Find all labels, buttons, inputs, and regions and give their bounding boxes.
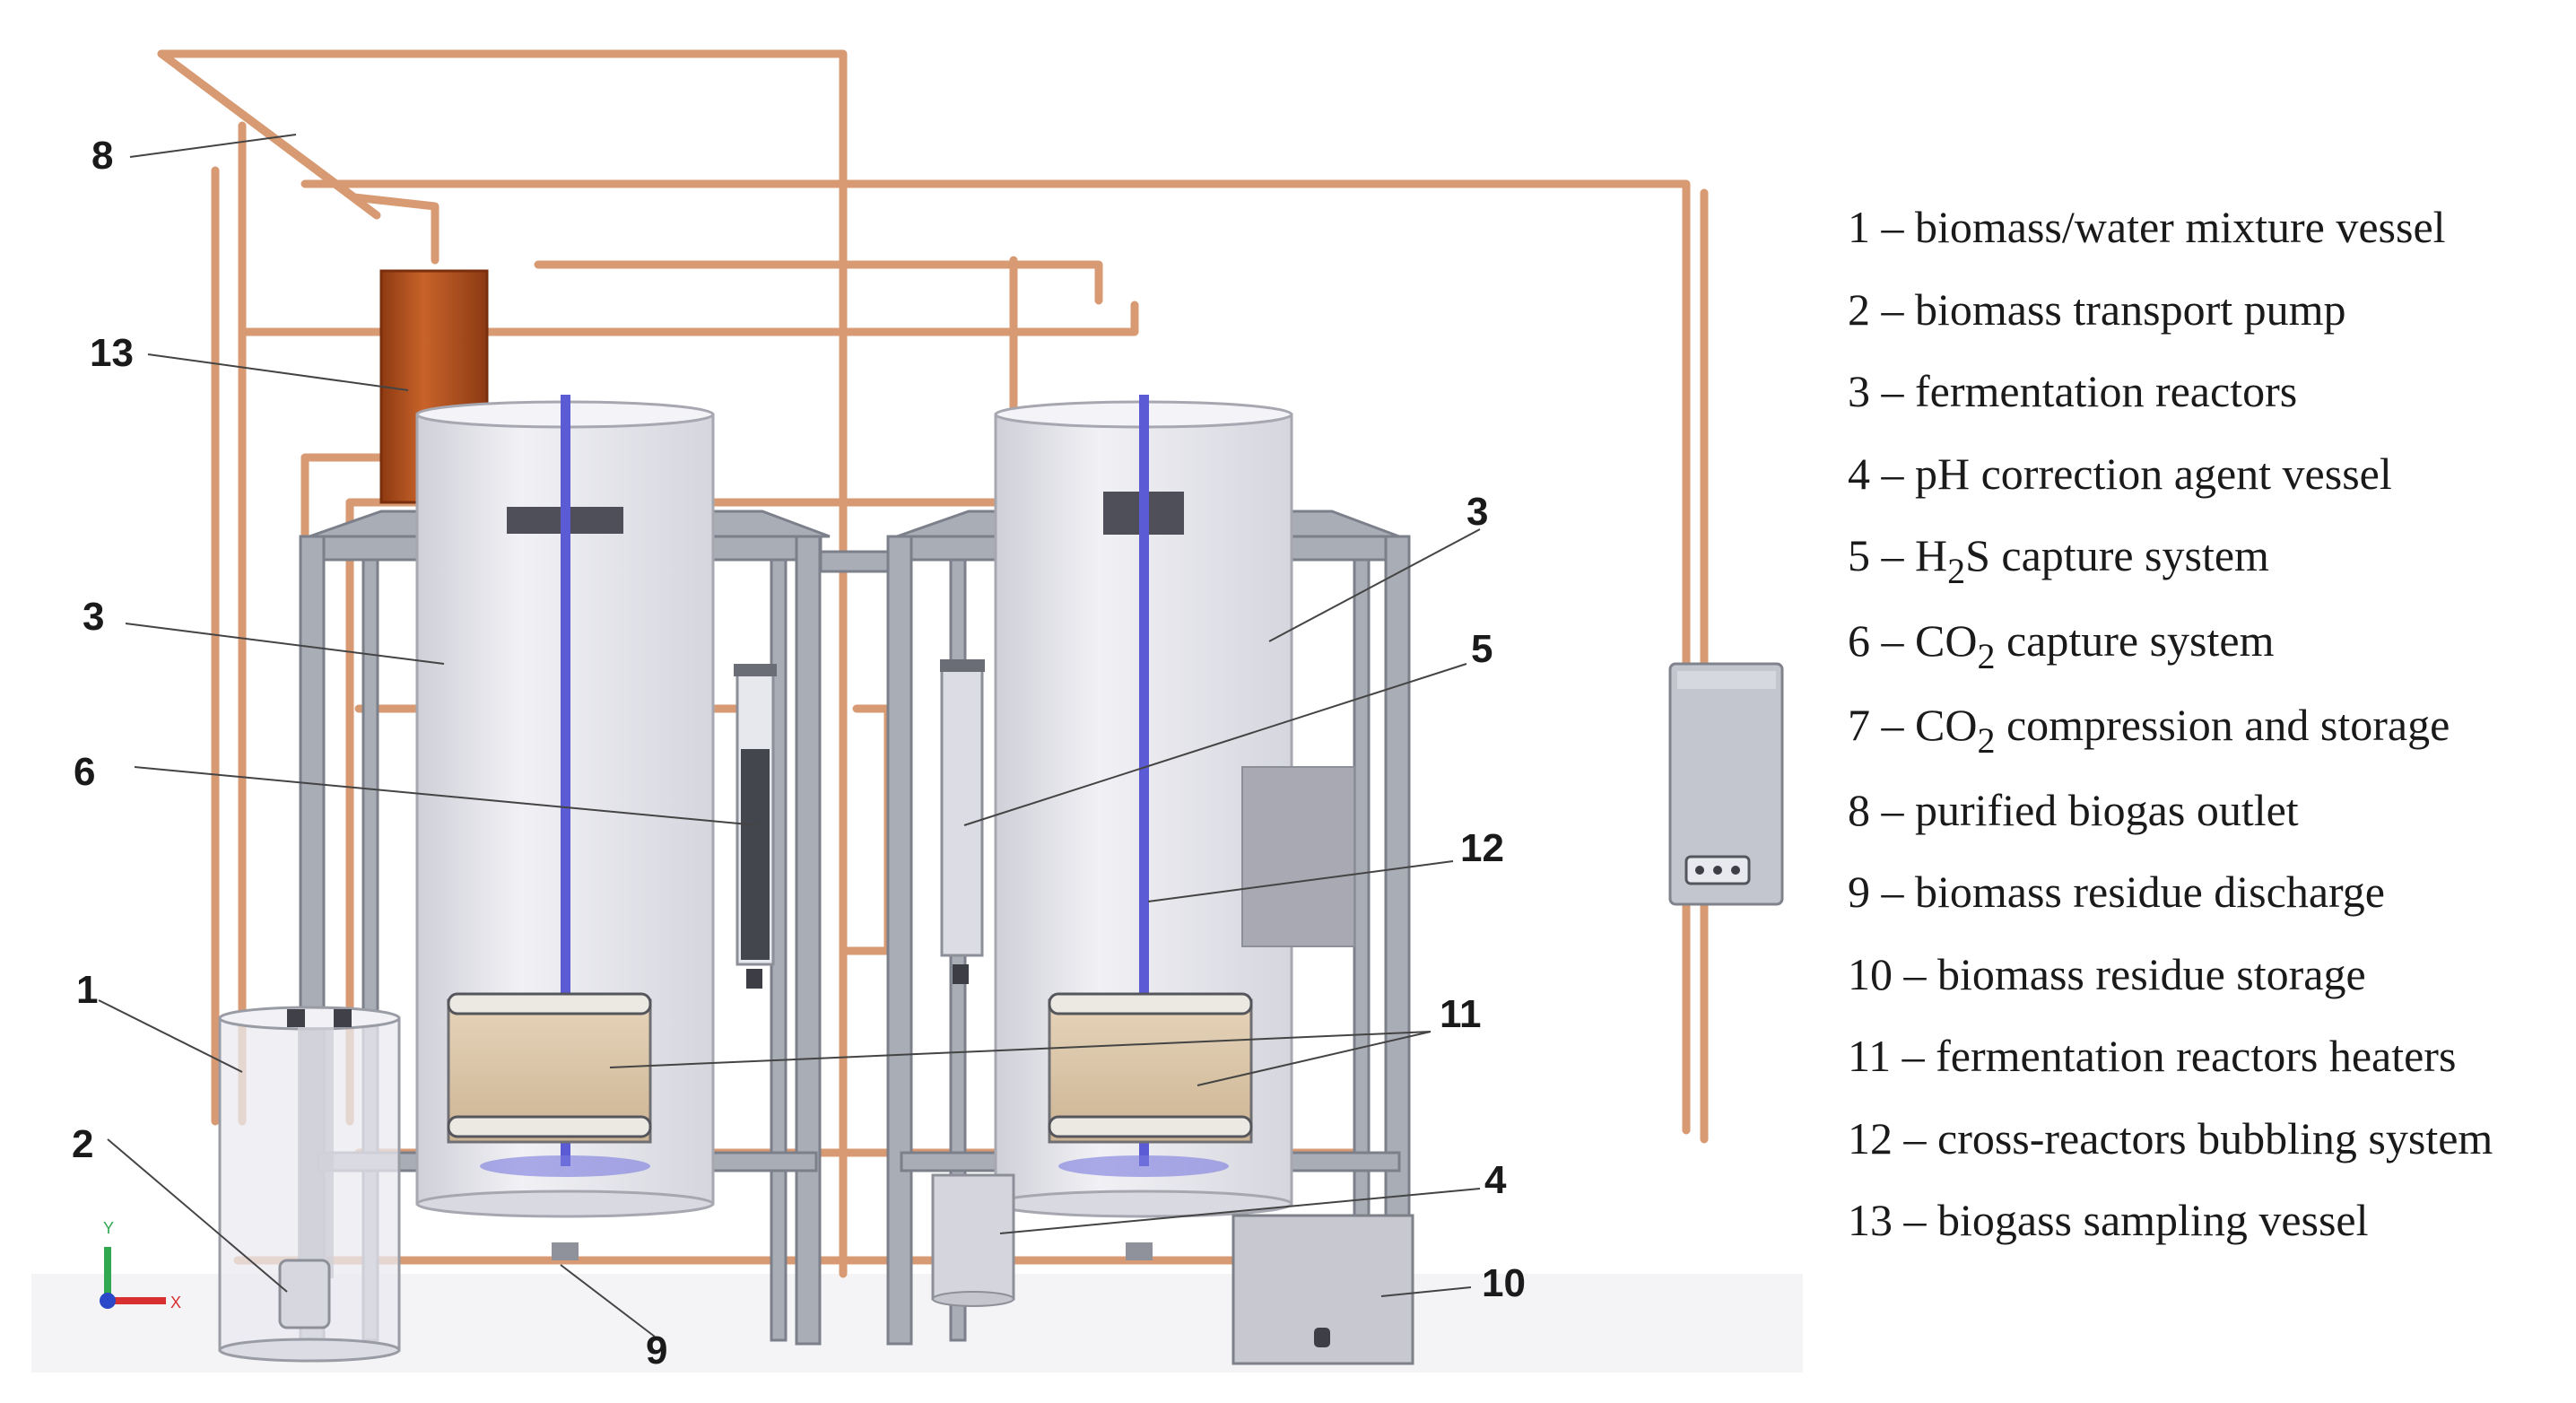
- callout-2: 2: [72, 1122, 93, 1166]
- right-reactor-heater: [1048, 992, 1253, 1144]
- legend-item-6: 6 – CO2 capture system: [1848, 614, 2275, 676]
- callout-13: 13: [90, 331, 134, 375]
- legend-item-11: 11 – fermentation reactors heaters: [1848, 1031, 2457, 1081]
- callout-8: 8: [91, 134, 113, 178]
- biomass-residue-storage: [1231, 1214, 1414, 1365]
- biomass-transport-pump: [278, 1259, 331, 1329]
- co2-compression-storage-unit: [1668, 662, 1784, 906]
- legend-item-2: 2 – biomass transport pump: [1848, 283, 2346, 335]
- callout-3-left: 3: [83, 595, 104, 639]
- legend-item-10: 10 – biomass residue storage: [1848, 948, 2366, 999]
- component-legend: 1 – biomass/water mixture vessel 2 – bio…: [1848, 187, 2556, 1262]
- callout-11: 11: [1440, 992, 1482, 1036]
- legend-item-1: 1 – biomass/water mixture vessel: [1848, 202, 2446, 252]
- callout-4: 4: [1484, 1158, 1507, 1202]
- callout-6: 6: [74, 750, 95, 794]
- callout-9: 9: [646, 1329, 667, 1372]
- legend-item-9: 9 – biomass residue discharge: [1848, 867, 2385, 917]
- legend-item-12: 12 – cross-reactors bubbling system: [1848, 1112, 2493, 1163]
- legend-item-5: 5 – H2S capture system: [1848, 530, 2269, 591]
- callout-10: 10: [1482, 1261, 1526, 1305]
- residue-discharge-valve-right: [1126, 1242, 1153, 1260]
- legend-item-8: 8 – purified biogas outlet: [1848, 784, 2299, 835]
- callout-12: 12: [1460, 826, 1504, 870]
- ph-correction-agent-vessel: [931, 1173, 1015, 1307]
- axis-y-label: Y: [103, 1219, 114, 1237]
- axis-triad-icon: Y X: [100, 1219, 181, 1312]
- residue-discharge-valve-left: [552, 1242, 579, 1260]
- axis-x-label: X: [170, 1294, 181, 1312]
- legend-item-4: 4 – pH correction agent vessel: [1848, 448, 2392, 499]
- callout-1: 1: [76, 968, 98, 1012]
- left-reactor-heater: [447, 992, 652, 1144]
- co2-capture-column: [734, 664, 777, 989]
- legend-item-7: 7 – CO2 compression and storage: [1848, 700, 2450, 761]
- h2s-capture-column: [940, 659, 985, 984]
- callout-3-right: 3: [1466, 490, 1488, 534]
- legend-item-13: 13 – biogass sampling vessel: [1848, 1195, 2369, 1245]
- leader-lines: [98, 134, 1481, 1338]
- callout-5: 5: [1471, 627, 1493, 671]
- legend-item-3: 3 – fermentation reactors: [1848, 366, 2298, 416]
